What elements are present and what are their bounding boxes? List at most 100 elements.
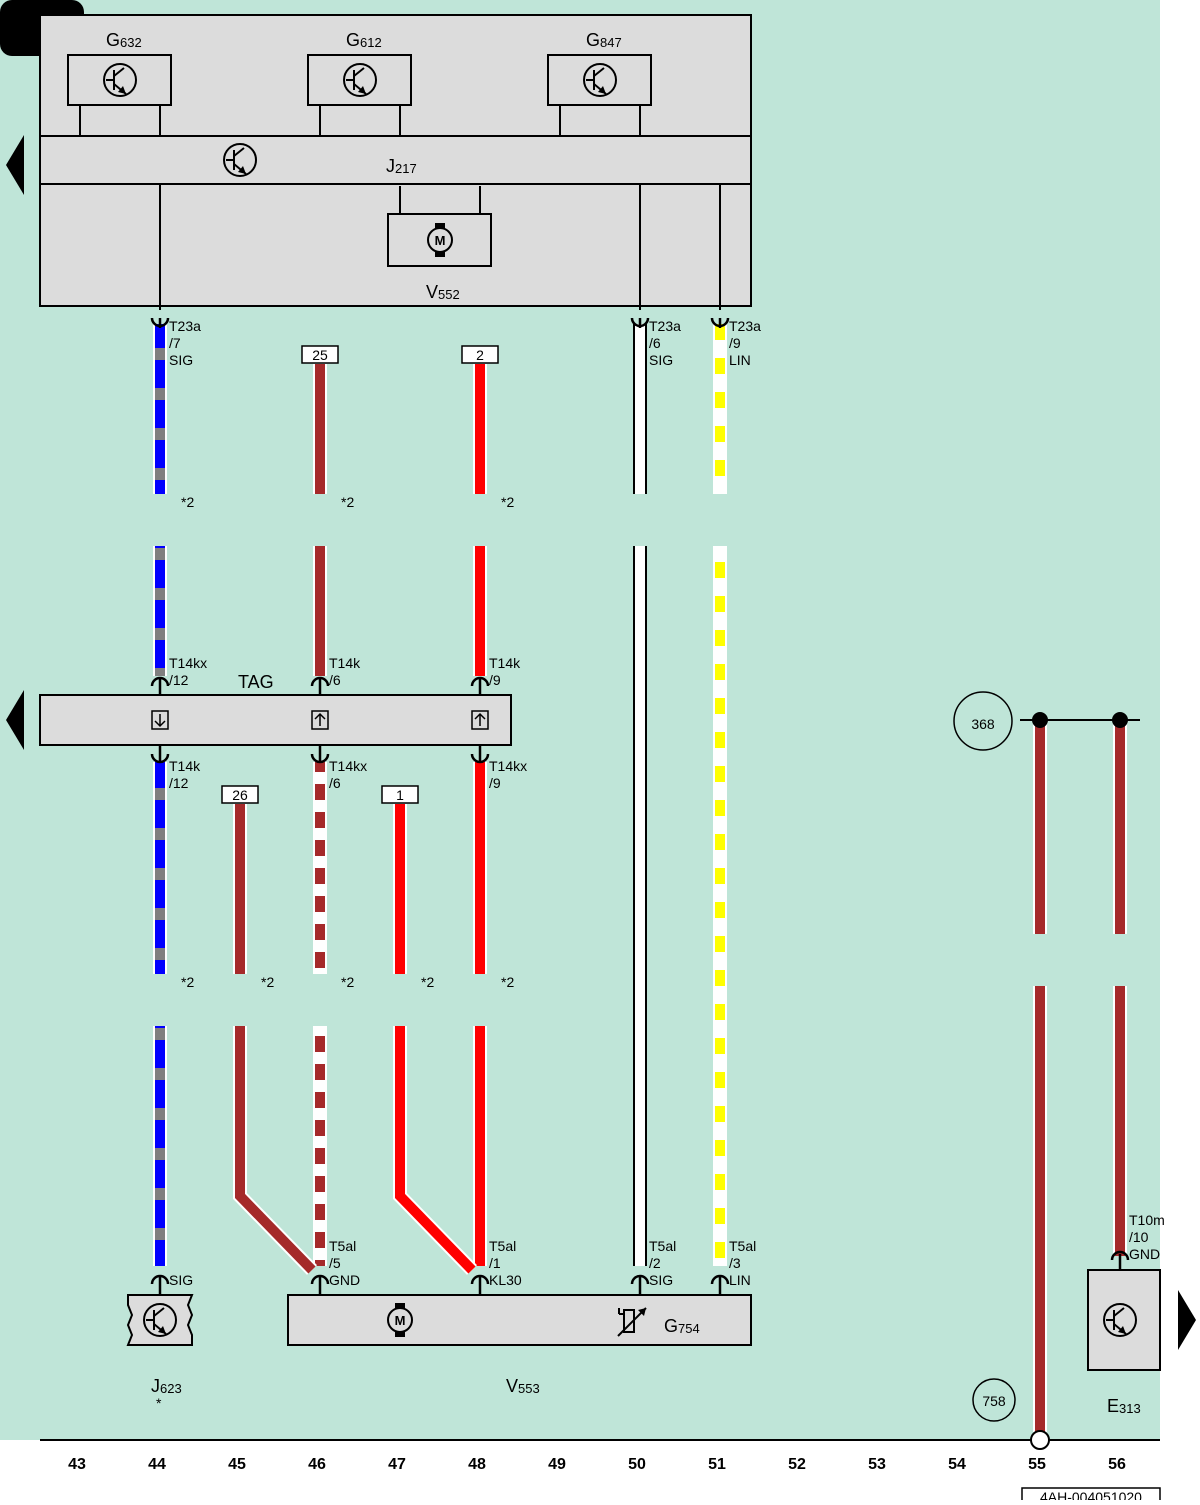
g612-number: 612 [360, 35, 382, 50]
wire-51-upper [713, 324, 727, 494]
right-arrow[interactable] [1178, 1290, 1196, 1350]
break-mark: *2 [181, 494, 194, 510]
g632-letter: G [106, 30, 120, 50]
ground-terminal-55 [1030, 1430, 1050, 1450]
g632-sensor: G632 [67, 30, 172, 136]
j217-number: 217 [395, 161, 417, 176]
v552-number: 552 [438, 287, 460, 302]
wire-44-lower [153, 762, 167, 974]
svg-text:J217: J217 [386, 156, 417, 176]
svg-text:V553: V553 [506, 1376, 540, 1396]
pin-label-t5al-5: T5al /5 GND [329, 1238, 360, 1288]
e313-number: 313 [1119, 1401, 1141, 1416]
svg-text:758: 758 [982, 1393, 1006, 1409]
wire-44-upper [153, 324, 167, 494]
wire-48-upper [473, 364, 487, 494]
pin-label-t23a-7: T23a /7 SIG [169, 318, 205, 368]
svg-text:J623: J623 [151, 1376, 182, 1396]
tag-label: TAG [238, 672, 274, 692]
pin-label-t14k-6: T14k /6 [329, 655, 364, 688]
svg-text:G754: G754 [664, 1316, 700, 1336]
pin-label-j623-sig: SIG [169, 1272, 193, 1288]
pin-label-t14kx-6: T14kx /6 [329, 758, 371, 791]
grid-number: 56 [1108, 1456, 1126, 1473]
wire-51-lower [713, 546, 727, 1266]
wire-55-lower [1033, 986, 1047, 1432]
break-mark: *2 [501, 974, 514, 990]
svg-text:M: M [435, 233, 446, 248]
svg-text:M: M [395, 1313, 406, 1328]
j623-number: 623 [160, 1381, 182, 1396]
connector-hooks [150, 317, 1130, 1295]
g612-sensor: G612 [307, 30, 412, 136]
svg-text:G612: G612 [346, 30, 382, 50]
wire-48-middle [473, 546, 487, 676]
v552-motor: M V552 [387, 186, 492, 302]
motor-icon: M [387, 1303, 413, 1337]
j217-control-unit: J217 [223, 143, 417, 177]
v552-letter: V [426, 282, 438, 302]
document-id: 4AH-004051020 [1021, 1487, 1161, 1505]
svg-text:1: 1 [396, 787, 404, 803]
transistor-icon [103, 63, 137, 97]
break-mark: *2 [341, 974, 354, 990]
motor-icon: M [427, 223, 453, 257]
g632-number: 632 [120, 35, 142, 50]
tag-connector-bar [39, 694, 512, 746]
ref-box-25: 25 [301, 345, 339, 364]
left-arrow-top[interactable] [6, 135, 24, 195]
junction-dot-56 [1112, 712, 1128, 728]
svg-text:V552: V552 [426, 282, 460, 302]
wire-44-bottom [153, 1026, 167, 1266]
transistor-icon [343, 63, 377, 97]
wire-46-middle [313, 546, 327, 676]
v553-motor-assembly: M G754 V553 [287, 1294, 752, 1396]
v553-number: 553 [518, 1381, 540, 1396]
ref-box-1: 1 [381, 785, 419, 804]
pin-label-t5al-1: T5al /1 KL30 [489, 1238, 522, 1288]
wire-45-bottom [233, 1026, 318, 1275]
junction-dot-55 [1032, 712, 1048, 728]
pin-label-t5al-3: T5al /3 LIN [729, 1238, 760, 1288]
grid-number: 52 [788, 1456, 806, 1473]
transistor-icon [223, 143, 257, 177]
break-mark: *2 [501, 494, 514, 510]
g612-letter: G [346, 30, 360, 50]
pin-label-t14kx-12: T14kx /12 [169, 655, 211, 688]
break-mark: *2 [181, 974, 194, 990]
grid-number: 46 [308, 1456, 326, 1473]
ref-box-26: 26 [221, 785, 259, 804]
pin-label-t14k-9: T14k /9 [489, 655, 524, 688]
pin-label-t14kx-9: T14kx /9 [489, 758, 531, 791]
v553-letter: V [506, 1376, 518, 1396]
svg-text:368: 368 [971, 716, 995, 732]
pin-label-t23a-6: T23a /6 SIG [649, 318, 685, 368]
grid-number: 55 [1028, 1456, 1046, 1473]
pin-label-t23a-9: T23a /9 LIN [729, 318, 765, 368]
left-arrow-mid[interactable] [6, 690, 24, 750]
tag-contact-46 [311, 710, 329, 730]
ref-box-2: 2 [461, 345, 499, 364]
svg-text:4AH-004051020: 4AH-004051020 [1040, 1489, 1142, 1500]
wire-47-bottom [393, 1026, 478, 1275]
wire-55-upper [1033, 722, 1047, 934]
break-mark: *2 [421, 974, 434, 990]
j623-control-unit: J623 * [126, 1294, 194, 1411]
break-mark: *2 [341, 494, 354, 510]
j217-letter: J [386, 156, 395, 176]
wire-44-middle [153, 546, 167, 676]
wire-50-lower [633, 546, 647, 1266]
g847-number: 847 [600, 35, 622, 50]
grid-number: 54 [948, 1456, 966, 1473]
j623-note: * [156, 1395, 162, 1411]
svg-text:25: 25 [312, 347, 328, 363]
e313-selector: E313 [1087, 1269, 1161, 1416]
j623-letter: J [151, 1376, 160, 1396]
grid-numbers: 43 44 45 46 47 48 49 50 51 52 53 54 55 5… [68, 1456, 1126, 1473]
break-mark: *2 [261, 974, 274, 990]
grid-number: 48 [468, 1456, 486, 1473]
tag-contact-48 [471, 710, 489, 730]
svg-text:26: 26 [232, 787, 248, 803]
